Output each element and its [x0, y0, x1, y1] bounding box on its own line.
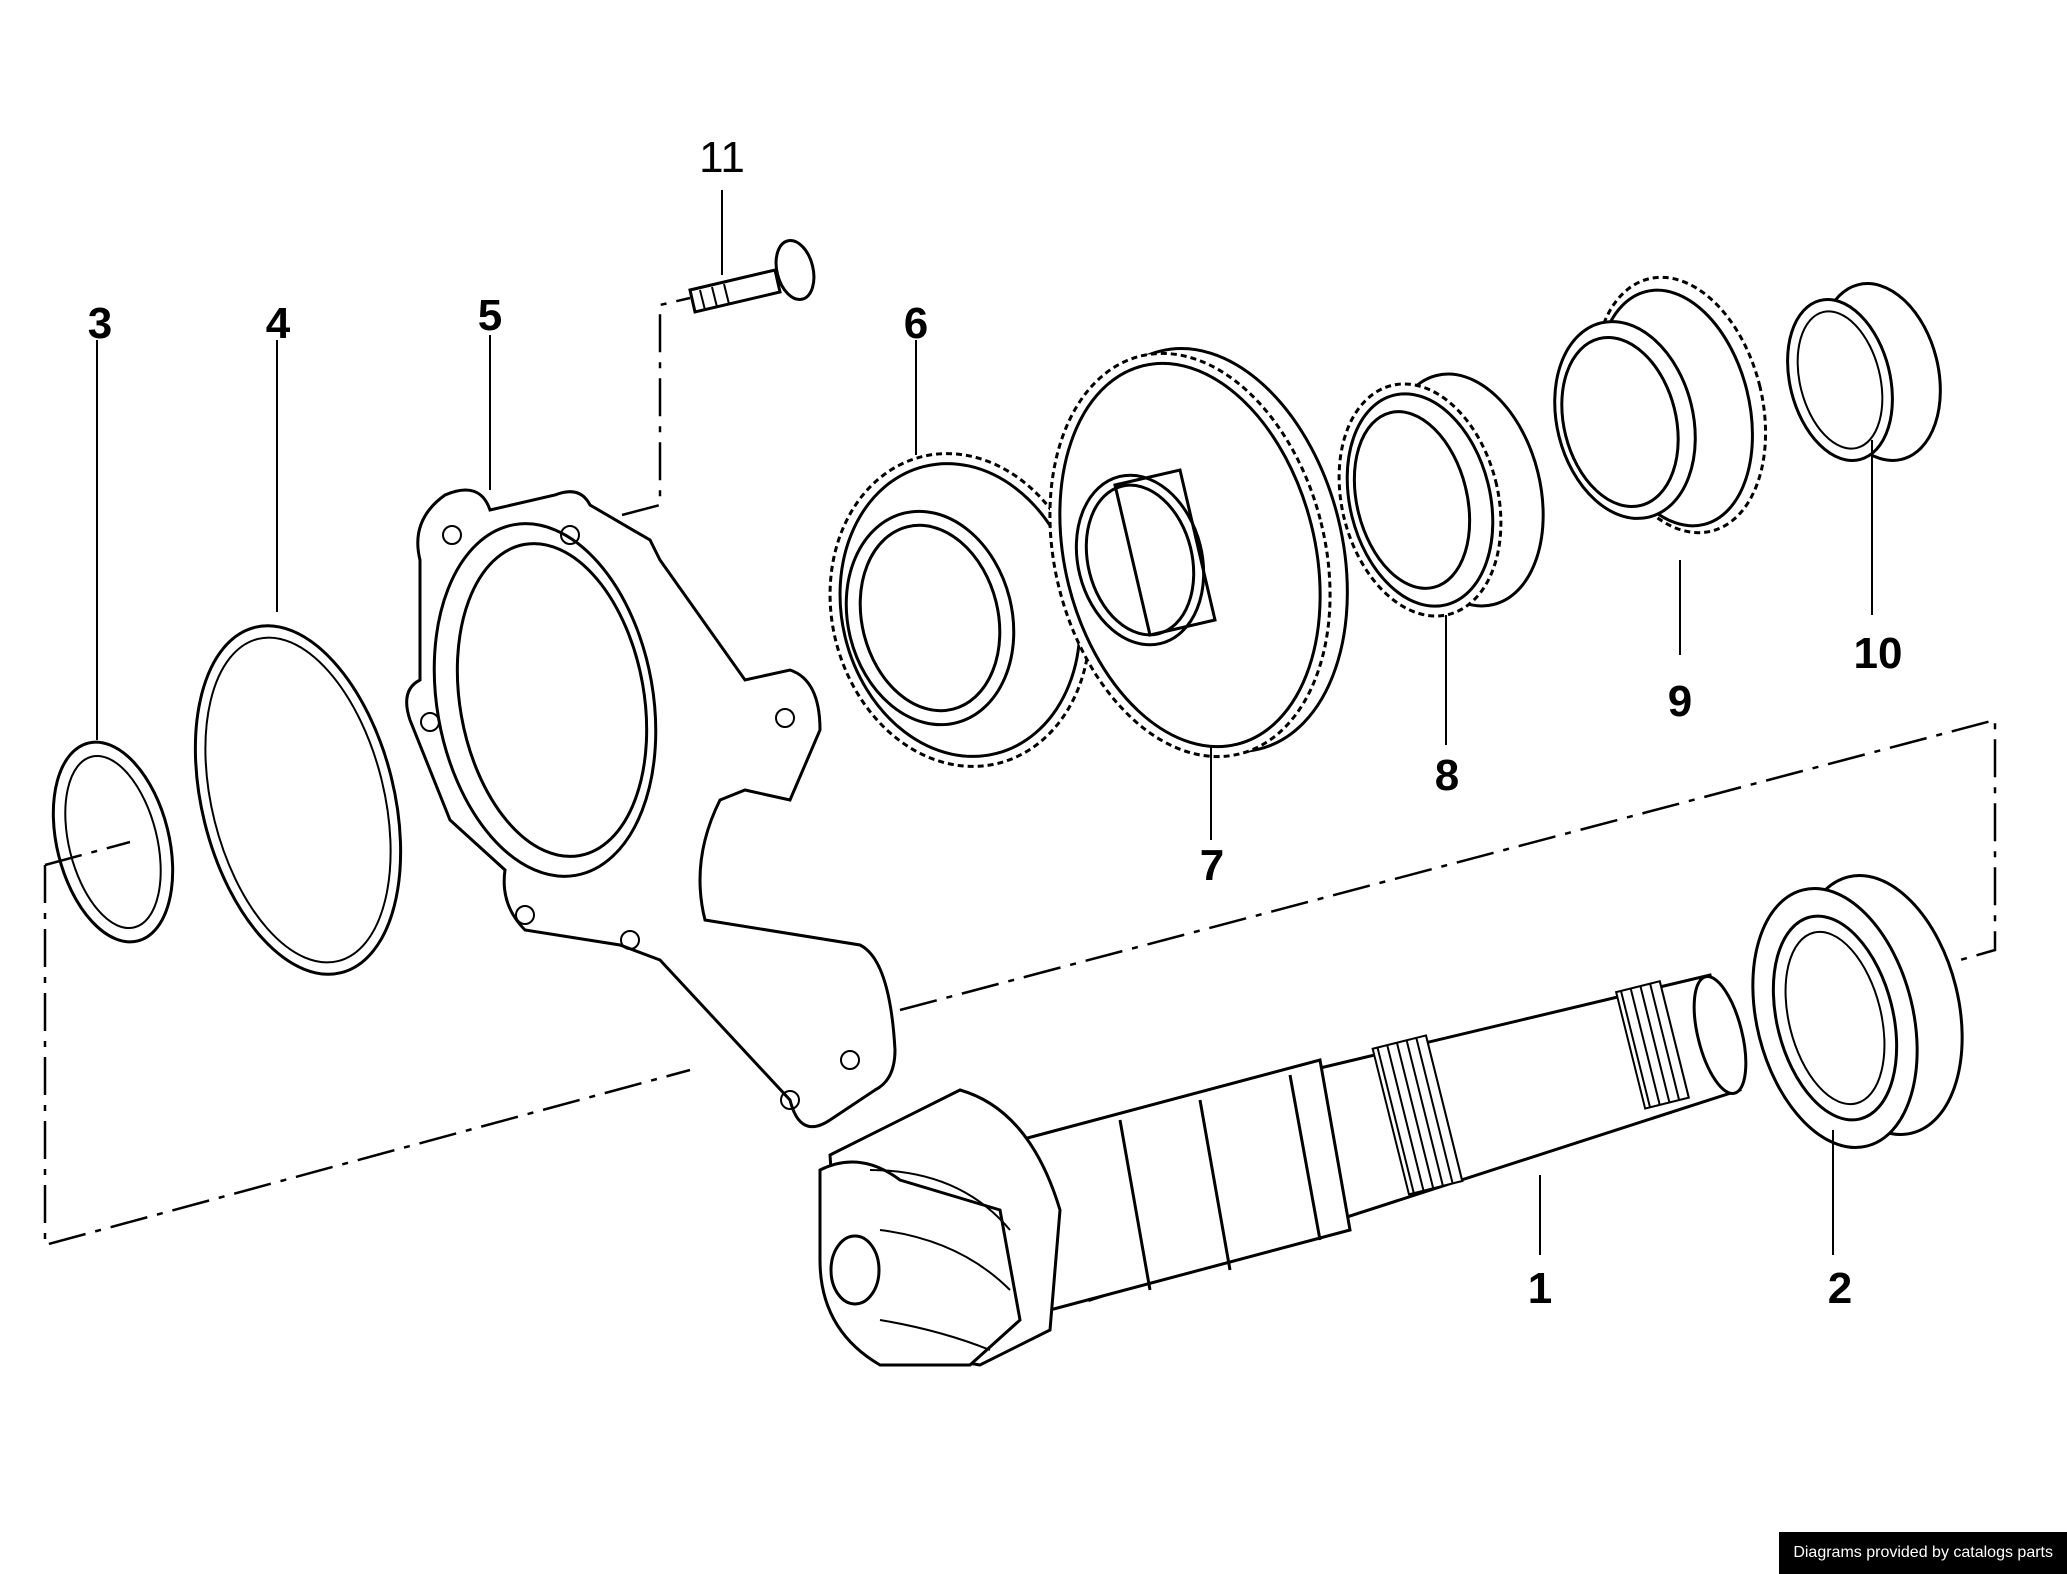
- callout-3[interactable]: 3: [88, 299, 112, 348]
- diagram-credit-badge: Diagrams provided by catalogs parts: [1779, 1532, 2067, 1574]
- part-8-gear-ring[interactable]: [1316, 357, 1567, 633]
- part-9-gear-sleeve[interactable]: [1535, 259, 1791, 551]
- callout-10[interactable]: 10: [1854, 629, 1903, 678]
- callout-4[interactable]: 4: [266, 299, 291, 348]
- part-6-gear[interactable]: [798, 426, 1123, 795]
- part-2-bearing[interactable]: [1727, 858, 1987, 1165]
- part-4-o-ring[interactable]: [162, 604, 434, 996]
- callout-11[interactable]: 11: [699, 133, 745, 182]
- part-11-bolt[interactable]: [688, 237, 820, 314]
- part-7-large-gear[interactable]: [1009, 319, 1387, 786]
- callout-2[interactable]: 2: [1828, 1264, 1852, 1313]
- callout-5[interactable]: 5: [478, 291, 502, 340]
- part-10-bushing[interactable]: [1772, 271, 1958, 474]
- part-5-flange-plate[interactable]: [405, 488, 897, 1129]
- part-3-washer[interactable]: [34, 729, 192, 954]
- callout-1[interactable]: 1: [1528, 1264, 1552, 1313]
- callout-labels: 1 2 3 4 5 6 7 8 9 10 11: [88, 133, 1903, 1313]
- part-1-pinion-shaft[interactable]: [818, 971, 1756, 1367]
- leader-lines: [96, 190, 1873, 1255]
- callout-7[interactable]: 7: [1200, 841, 1224, 890]
- callout-8[interactable]: 8: [1435, 751, 1459, 800]
- callout-6[interactable]: 6: [904, 299, 928, 348]
- callout-9[interactable]: 9: [1668, 677, 1692, 726]
